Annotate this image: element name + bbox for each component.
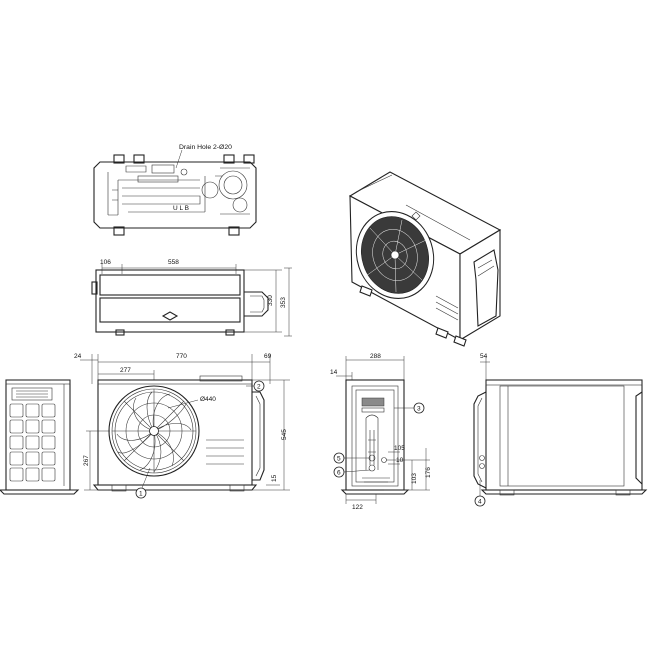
dim-15: 15 [271,474,278,482]
dim-69: 69 [264,353,272,360]
callout-4-text: 4 [478,499,482,506]
dim-103: 103 [411,473,418,484]
dim-24: 24 [74,353,82,360]
dim-277: 277 [120,367,131,374]
dim-10: 10 [396,457,404,464]
dim-105: 105 [394,445,405,452]
left-side-view [0,379,80,495]
dim-288: 288 [370,353,381,360]
callout-5-text: 5 [337,456,341,463]
front-view: 24 770 69 277 Ø440 545 [74,353,290,499]
callout-6 [333,466,345,478]
dim-176: 176 [425,467,432,478]
callout-6-text: 6 [337,470,341,477]
dim-54: 54 [480,353,488,360]
dim-545: 545 [281,429,288,440]
callout-4 [474,495,486,507]
drain-hole-label: Drain Hole 2-Ø20 [179,144,232,151]
callout-2-text: 2 [257,384,261,391]
isometric-view [348,171,502,347]
dim-122: 122 [352,504,363,511]
dim-267: 267 [83,455,90,466]
fan-diameter-label: Ø440 [200,396,216,403]
dim-106: 106 [100,259,111,266]
right-side-view: 288 14 3 5 6 105 10 103 176 [330,353,432,511]
dim-14: 14 [330,369,338,376]
callout-5 [333,452,345,464]
base-marking: U L B [173,205,189,212]
callout-3 [413,402,425,414]
callout-3-text: 3 [417,406,421,413]
callout-1 [135,487,147,499]
dim-770: 770 [176,353,187,360]
rear-view: 54 4 [473,353,648,507]
top-view: 106 558 330 353 [91,259,292,337]
dim-353: 353 [280,297,287,308]
callout-1-text: 1 [139,491,143,498]
dim-558: 558 [168,259,179,266]
dim-330: 330 [267,295,274,306]
base-view: U L B Drain Hole 2-Ø20 [93,144,257,236]
callout-2 [253,380,265,392]
